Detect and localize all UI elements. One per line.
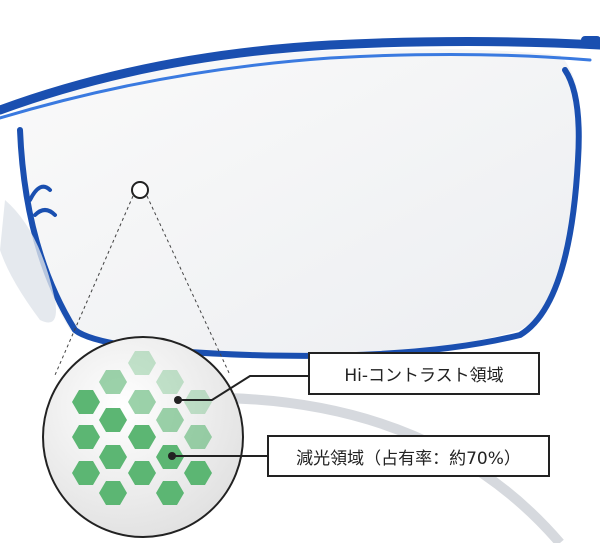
hex-pattern (72, 351, 212, 505)
dimming-hexagon (72, 390, 100, 414)
dimming-hexagon (184, 390, 212, 414)
dimming-hexagon (99, 445, 127, 469)
dimming-hexagon (184, 425, 212, 449)
dimming-hexagon (156, 408, 184, 432)
dimming-hexagon (128, 461, 156, 485)
hi-contrast-leader (178, 375, 308, 401)
dimming-hexagon (72, 461, 100, 485)
dimming-hexagon (128, 390, 156, 414)
dimming-hexagon (128, 351, 156, 375)
dimming-hexagon (72, 425, 100, 449)
dimming-hexagon (99, 408, 127, 432)
dimming-hexagon (184, 461, 212, 485)
dimming-hexagon (156, 370, 184, 394)
zoom-origin-marker (131, 181, 149, 199)
dimming-hexagon (99, 481, 127, 505)
nose-pad (0, 200, 56, 323)
dimming-label: 減光領域（占有率：約70%） (267, 435, 550, 477)
zoom-guide-right (146, 195, 231, 376)
dimming-hexagon (128, 425, 156, 449)
dimming-hexagon (156, 481, 184, 505)
zoom-guide-left (54, 195, 134, 376)
dimming-hexagon (99, 370, 127, 394)
hi-contrast-label: Hi-コントラスト領域 (308, 352, 540, 395)
lens (20, 48, 581, 356)
